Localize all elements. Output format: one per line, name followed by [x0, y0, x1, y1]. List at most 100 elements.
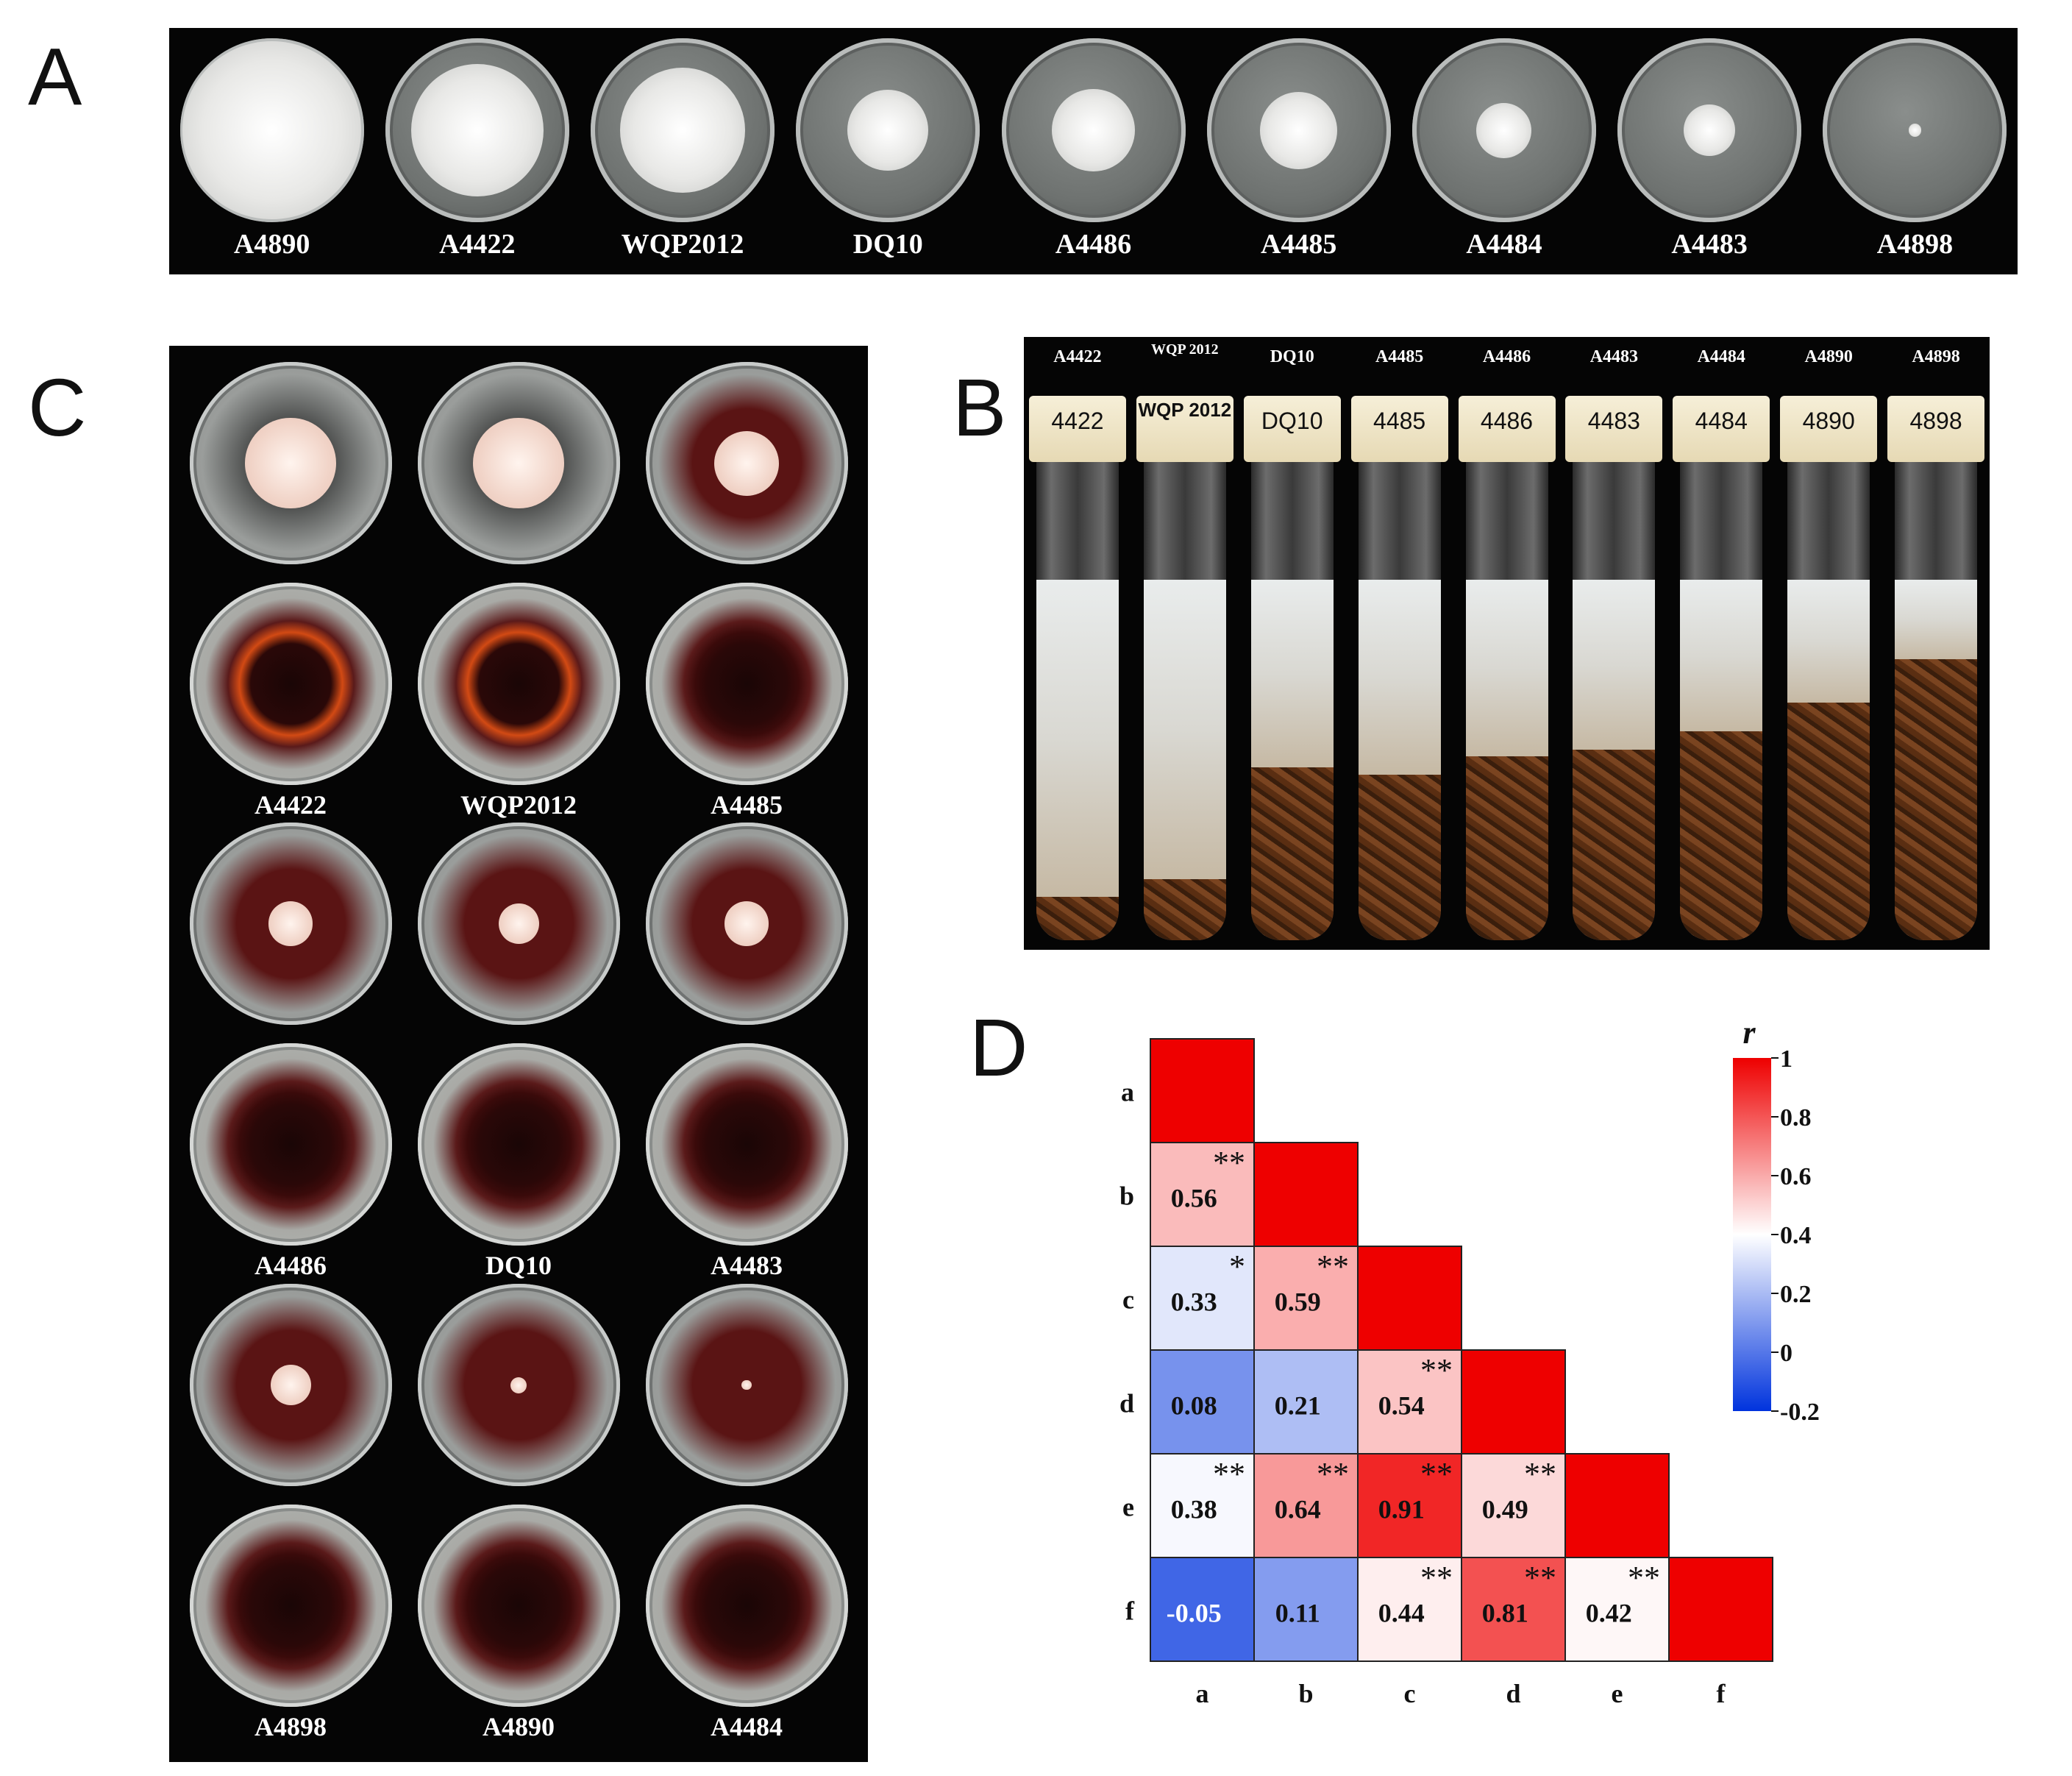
petri-plate	[1411, 38, 1596, 222]
petri-plate-reverse	[645, 1505, 848, 1707]
petri-plate	[1001, 38, 1186, 222]
correlation-value-label: 0.64	[1275, 1494, 1321, 1524]
fungal-colony	[245, 417, 336, 509]
tube-cap: DQ10	[1243, 396, 1341, 462]
petri-plate-front	[189, 823, 392, 1025]
strain-label: DQ10	[485, 1251, 552, 1280]
heatmap-cell	[1150, 1349, 1255, 1454]
petri-plate	[1206, 38, 1391, 222]
tube-cap: 4890	[1780, 396, 1878, 462]
significance-marker: **	[1628, 1560, 1660, 1596]
correlation-value-label: 0.54	[1378, 1390, 1425, 1420]
correlation-value-label: 0.38	[1171, 1494, 1217, 1524]
tube-cap-label: 4483	[1587, 408, 1640, 434]
fungal-colony	[410, 64, 544, 196]
row-label: b	[1119, 1182, 1134, 1211]
tube-header-label: A4483	[1589, 347, 1639, 366]
fungal-colony	[620, 68, 746, 193]
colorbar	[1733, 1058, 1771, 1411]
fungal-colony	[1260, 91, 1338, 169]
culture-tube	[1465, 440, 1548, 940]
heatmap-cell	[1253, 1246, 1359, 1351]
uncolonized-substrate	[1573, 749, 1656, 940]
correlation-value-label: 0.81	[1482, 1598, 1528, 1627]
uncolonized-substrate	[1250, 767, 1334, 940]
fungal-colony	[1684, 104, 1736, 156]
petri-plate-reverse	[189, 583, 392, 785]
row-label: e	[1122, 1493, 1134, 1522]
petri-plate-reverse	[417, 1043, 620, 1246]
fungal-colony	[510, 1377, 527, 1393]
strain-label: A4422	[439, 229, 516, 260]
row-label: a	[1121, 1078, 1134, 1107]
uncolonized-substrate	[1787, 702, 1870, 940]
panel-letter-c: C	[28, 363, 87, 453]
strain-label: A4484	[1466, 229, 1542, 260]
strain-label: A4483	[1671, 229, 1748, 260]
correlation-value-label: 0.59	[1275, 1287, 1321, 1316]
significance-marker: **	[1420, 1352, 1453, 1388]
correlation-value-label: 0.49	[1482, 1494, 1528, 1524]
fungal-colony	[268, 901, 313, 946]
panel-letter-d: D	[969, 1003, 1028, 1093]
tube-header-label: A4486	[1482, 347, 1531, 366]
petri-plate-reverse	[417, 583, 620, 785]
tube-cap-label: 4890	[1802, 408, 1855, 434]
correlation-value-label: 0.42	[1586, 1598, 1632, 1627]
uncolonized-substrate	[1465, 756, 1548, 940]
correlation-value-label: -0.05	[1167, 1598, 1222, 1627]
strain-label: A4483	[711, 1251, 783, 1280]
tube-cap-label: 4422	[1051, 408, 1104, 434]
tube-cap-label: DQ10	[1261, 408, 1323, 434]
significance-marker: **	[1420, 1456, 1453, 1492]
tube-header-label: A4485	[1375, 347, 1424, 366]
tube-cap: 4485	[1350, 396, 1448, 462]
correlation-value-label: 0.08	[1171, 1390, 1217, 1420]
uncolonized-substrate	[1358, 774, 1441, 940]
tube-cap: WQP 2012	[1136, 396, 1233, 462]
uncolonized-substrate	[1680, 731, 1763, 940]
correlation-value-label: 0.11	[1275, 1598, 1320, 1627]
heatmap-cell-diagonal	[1564, 1453, 1670, 1558]
fungal-colony	[714, 430, 779, 496]
strain-label: A4422	[254, 790, 327, 820]
petri-plate-reverse	[189, 1505, 392, 1707]
petri-plate-front	[645, 1284, 848, 1486]
culture-tube	[1358, 440, 1441, 940]
colonized-substrate	[1465, 580, 1548, 757]
column-label: e	[1612, 1679, 1623, 1708]
heatmap-cell	[1150, 1142, 1255, 1247]
strain-label: A4898	[254, 1712, 327, 1741]
correlation-value-label: 0.33	[1171, 1287, 1217, 1316]
heatmap-cell	[1357, 1557, 1462, 1662]
strain-label: A4484	[711, 1712, 783, 1741]
culture-tube	[1787, 440, 1870, 940]
column-label: b	[1298, 1679, 1313, 1708]
correlation-value-label: 0.56	[1171, 1183, 1217, 1212]
petri-plate-front	[417, 1284, 620, 1486]
colorbar-tick-label: 0.4	[1780, 1222, 1812, 1249]
tube-cap: 4422	[1028, 396, 1126, 462]
culture-tube	[1036, 440, 1119, 940]
column-label: f	[1717, 1679, 1726, 1708]
uncolonized-substrate	[1036, 897, 1119, 940]
colonized-substrate	[1680, 580, 1763, 732]
significance-marker: **	[1213, 1145, 1245, 1181]
column-label: d	[1506, 1679, 1520, 1708]
tube-cap: 4486	[1458, 396, 1556, 462]
colonized-substrate	[1143, 580, 1226, 879]
strain-label: A4890	[233, 229, 310, 260]
column-label: a	[1196, 1679, 1209, 1708]
row-label: c	[1122, 1285, 1134, 1315]
heatmap-cell	[1150, 1246, 1255, 1351]
colonized-substrate	[1358, 580, 1441, 775]
petri-plate-front	[189, 1284, 392, 1486]
culture-tube	[1573, 440, 1656, 940]
heatmap-cell	[1461, 1557, 1566, 1662]
culture-tube	[1895, 440, 1978, 940]
correlation-value-label: 0.44	[1378, 1598, 1425, 1627]
colonized-substrate	[1573, 580, 1656, 750]
